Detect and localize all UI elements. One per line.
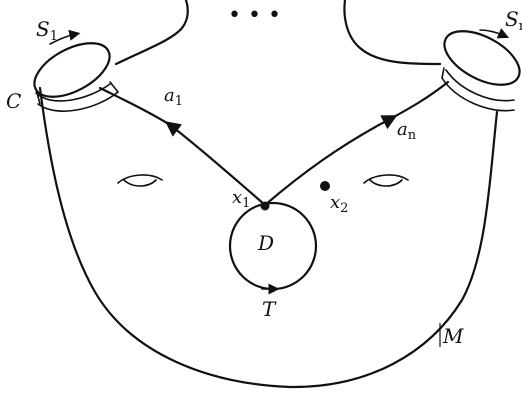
neck-left [114,0,189,66]
label-s1: S1 [36,17,58,44]
ellipsis-dots: • • • [228,3,281,28]
path-an [263,115,398,207]
label-c: C [6,89,21,113]
label-x1: x1 [232,187,250,211]
point-x2 [320,181,330,191]
path-a1 [165,121,267,207]
point-x1 [260,201,270,211]
svg-text:M: M [442,324,464,348]
boundary-circle-s1 [33,29,119,112]
path-an-tail [390,80,450,120]
surface-outline [38,86,499,389]
boundary-circle-sn [441,28,521,112]
label-sn: Sn [505,7,522,34]
label-x2: x2 [330,192,348,216]
path-a1-tail [98,86,172,127]
label-t: T [262,297,277,321]
handle-icon-right [363,174,409,187]
handle-icon-left [117,174,163,187]
label-an: an [397,119,417,143]
label-m: M [439,323,464,348]
label-a1: a1 [164,85,183,109]
neck-right [343,0,442,66]
label-d: D [257,231,274,255]
